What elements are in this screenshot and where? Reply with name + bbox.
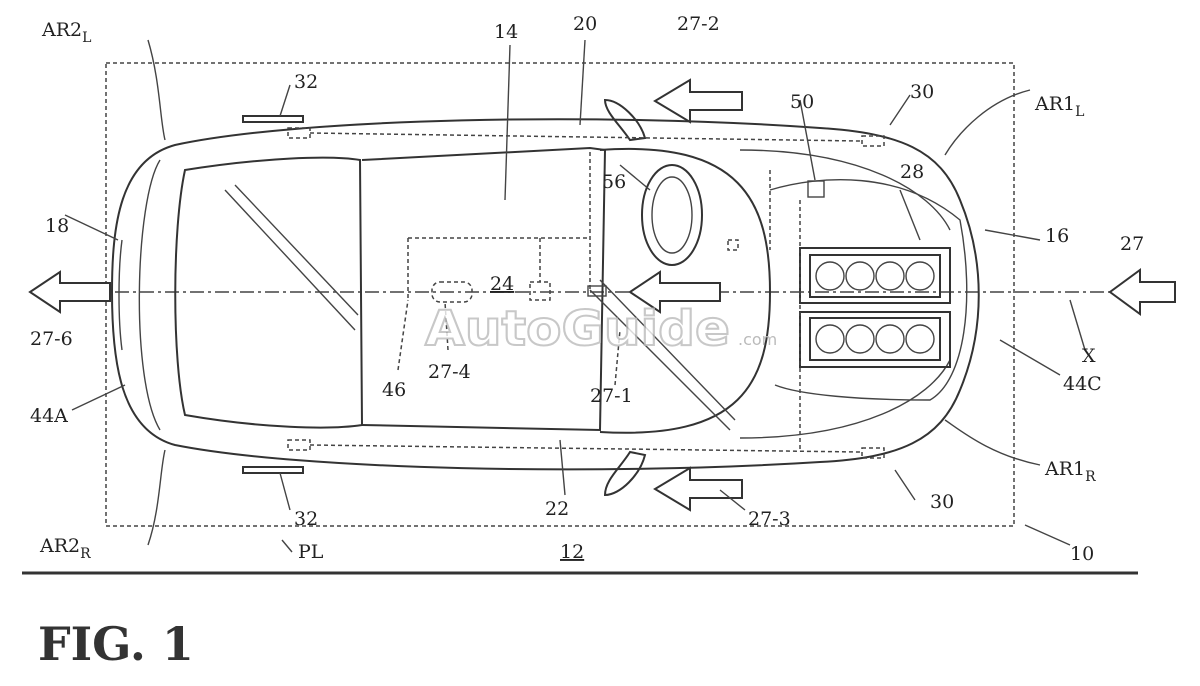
label-ar1l: AR1L [1034, 93, 1084, 120]
label-30-top: 30 [910, 81, 934, 103]
label-24: 24 [490, 273, 514, 295]
label-ar2l: AR2L [41, 19, 91, 46]
label-44a: 44A [30, 405, 68, 427]
label-10: 10 [1070, 543, 1094, 565]
plane-boundary [105, 62, 1015, 527]
arrow-27-2 [653, 78, 743, 124]
label-x: X [1082, 345, 1096, 367]
label-44c: 44C [1063, 373, 1102, 395]
label-27-6: 27-6 [30, 328, 73, 350]
label-27: 27 [1120, 233, 1144, 255]
label-30-bottom: 30 [930, 491, 954, 513]
arrow-27-6 [28, 270, 111, 314]
label-27-3: 27-3 [748, 508, 791, 530]
label-27-1: 27-1 [590, 385, 633, 407]
vehicle-body [110, 98, 980, 497]
arrow-27-3 [653, 466, 743, 512]
label-32-top: 32 [294, 71, 318, 93]
label-18: 18 [45, 215, 69, 237]
label-14: 14 [494, 21, 518, 43]
label-16: 16 [1045, 225, 1069, 247]
airflow-arrows [28, 78, 1176, 512]
label-12: 12 [560, 541, 584, 563]
label-28: 28 [900, 161, 924, 183]
arrow-27 [1108, 268, 1176, 316]
arrow-27-1 [628, 270, 721, 314]
leader-lines [64, 39, 1086, 546]
label-27-4: 27-4 [428, 361, 471, 383]
label-20: 20 [573, 13, 597, 35]
label-46: 46 [382, 379, 406, 401]
label-22: 22 [545, 498, 569, 520]
watermark: AutoGuide [425, 301, 730, 357]
label-pl: PL [298, 541, 324, 563]
label-ar1r: AR1R [1044, 458, 1096, 485]
label-50: 50 [790, 91, 814, 113]
label-56: 56 [602, 171, 626, 193]
watermark-suffix: .com [738, 330, 777, 349]
label-27-2: 27-2 [677, 13, 720, 35]
label-ar2r: AR2R [39, 535, 91, 562]
label-32-bottom: 32 [294, 508, 318, 530]
reference-labels: AR2L AR2R AR1L AR1R 32 32 14 20 27-2 50 … [30, 13, 1144, 565]
figure-title: FIG. 1 [38, 617, 194, 671]
